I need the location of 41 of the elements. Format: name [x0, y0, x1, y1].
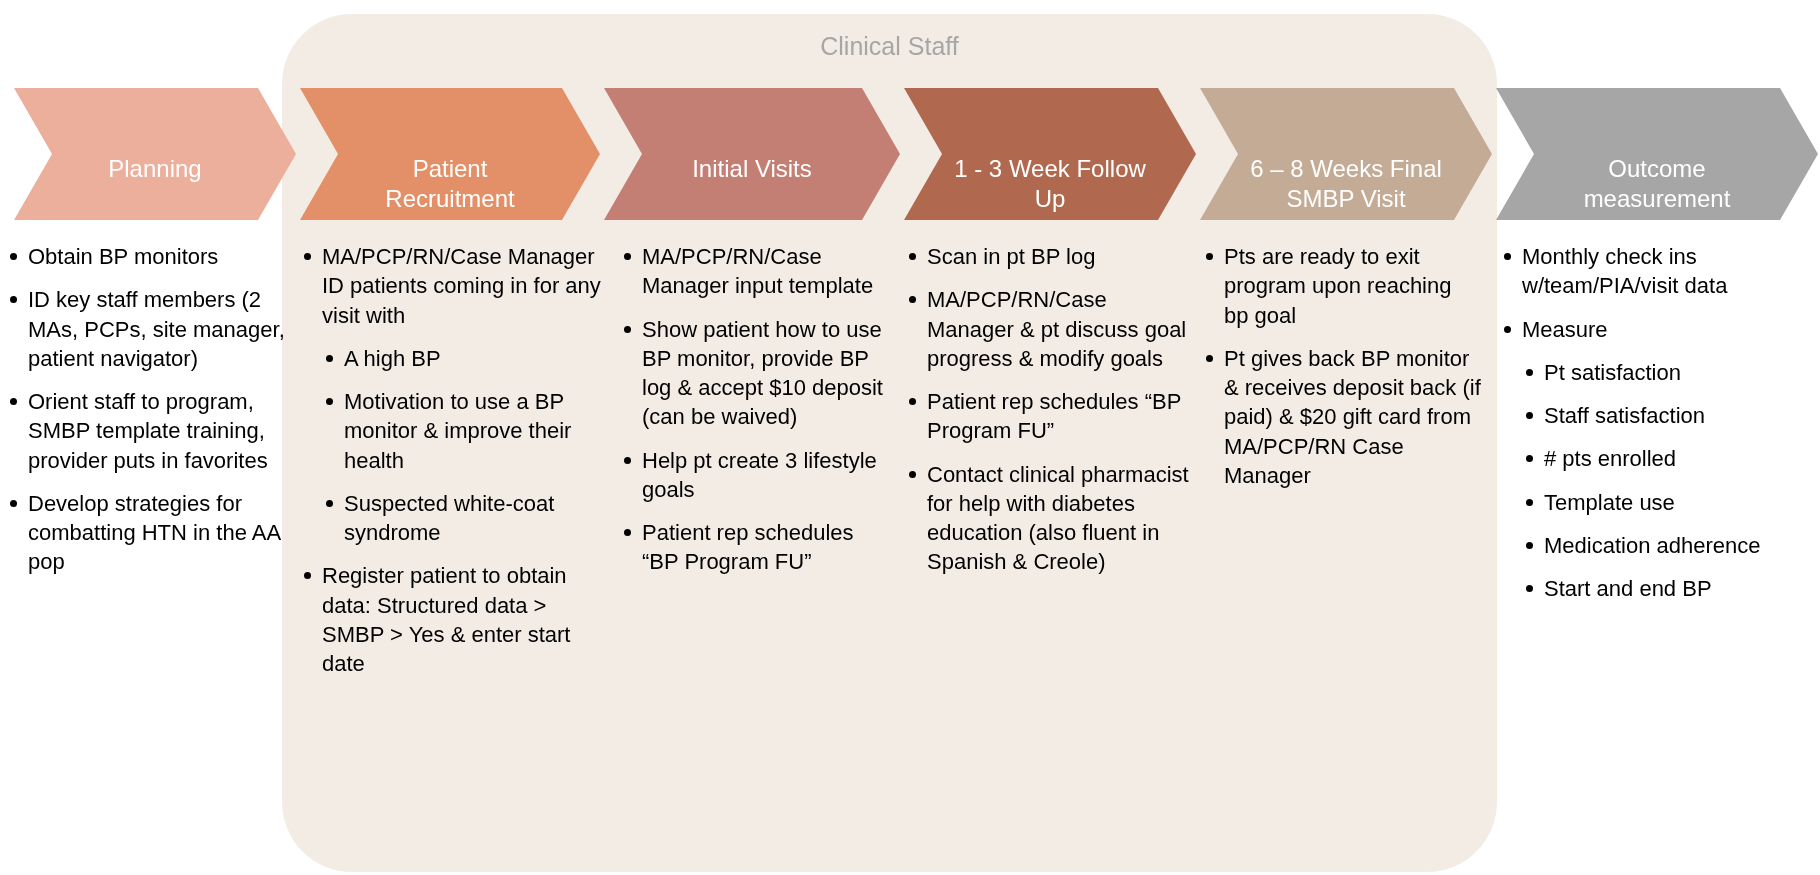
bullet-text: MA/PCP/RN/Case Manager ID patients coming in for any visit with	[322, 244, 601, 328]
process-step-banner	[300, 88, 600, 220]
bullet-text: Help pt create 3 lifestyle goals	[642, 447, 877, 502]
process-step-banner	[1200, 88, 1492, 220]
step-label: Planning	[107, 154, 203, 184]
bullet-text: Patient rep schedules “BP Program FU”	[927, 389, 1181, 444]
bullet-text: Pt satisfaction	[1544, 359, 1681, 385]
bullet-text: A high BP	[344, 345, 441, 371]
bullet-text: Show patient how to use BP monitor, provide BP log & accept $10 deposit (can be waived)	[642, 316, 883, 430]
process-step-banner	[14, 88, 296, 220]
bullet-text: Contact clinical pharmacist for help with diabetes education (also fluent in Spanish & Creole)	[927, 461, 1189, 575]
process-step-banner	[904, 88, 1196, 220]
bullet-text: Suspected white-coat syndrome	[344, 490, 555, 545]
bullet-text: MA/PCP/RN/Case Manager input template	[642, 244, 874, 299]
process-step-banner	[604, 88, 900, 220]
bullet-text: Orient staff to program, SMBP template training, provider puts in favorites	[28, 389, 268, 473]
step-label: 1 - 3 Week Follow Up	[953, 154, 1147, 214]
bullet-text: # pts enrolled	[1544, 446, 1677, 472]
group-panel	[282, 14, 1497, 872]
bullet-text: Register patient to obtain data: Structured data > SMBP > Yes & enter start date	[322, 563, 571, 676]
bullet-text: Staff satisfaction	[1544, 403, 1705, 428]
bullet-text: Medication adherence	[1544, 532, 1761, 558]
bullet-text: Scan in pt BP log	[927, 244, 1096, 269]
bullet-text: Pts are ready to exit program upon reaching bp goal	[1224, 244, 1452, 328]
bullet-text: Patient rep schedules “BP Program FU”	[642, 520, 854, 575]
bullet-text: MA/PCP/RN/Case Manager & pt discuss goal progress & modify goals	[927, 287, 1187, 371]
bullet-text: Measure	[1522, 316, 1608, 342]
bullet-text: Monthly check ins w/team/PIA/visit data	[1522, 244, 1728, 299]
step-label: 6 – 8 Weeks Final SMBP Visit	[1249, 154, 1443, 214]
bullet-text: Pt gives back BP monitor & receives deposit back (if paid) & $20 gift card from MA/PCP/RN Case Manager	[1224, 345, 1481, 488]
bullet-text: Obtain BP monitors	[28, 244, 219, 269]
bullet-text: Develop strategies for combatting HTN in the AA pop	[28, 490, 280, 575]
bullet-text: Motivation to use a BP monitor & improve their health	[344, 389, 572, 473]
bullet-text: ID key staff members (2 MAs, PCPs, site manager, patient navigator)	[28, 287, 285, 371]
bullet-text: Template use	[1544, 489, 1675, 515]
process-step-banner	[1496, 88, 1818, 220]
bullet-text: Start and end BP	[1544, 576, 1712, 601]
step-label: Outcome measurement	[1582, 154, 1732, 214]
step-label: Initial Visits	[691, 154, 813, 184]
step-label: Patient Recruitment	[384, 154, 516, 214]
group-title: Clinical Staff	[820, 32, 959, 61]
